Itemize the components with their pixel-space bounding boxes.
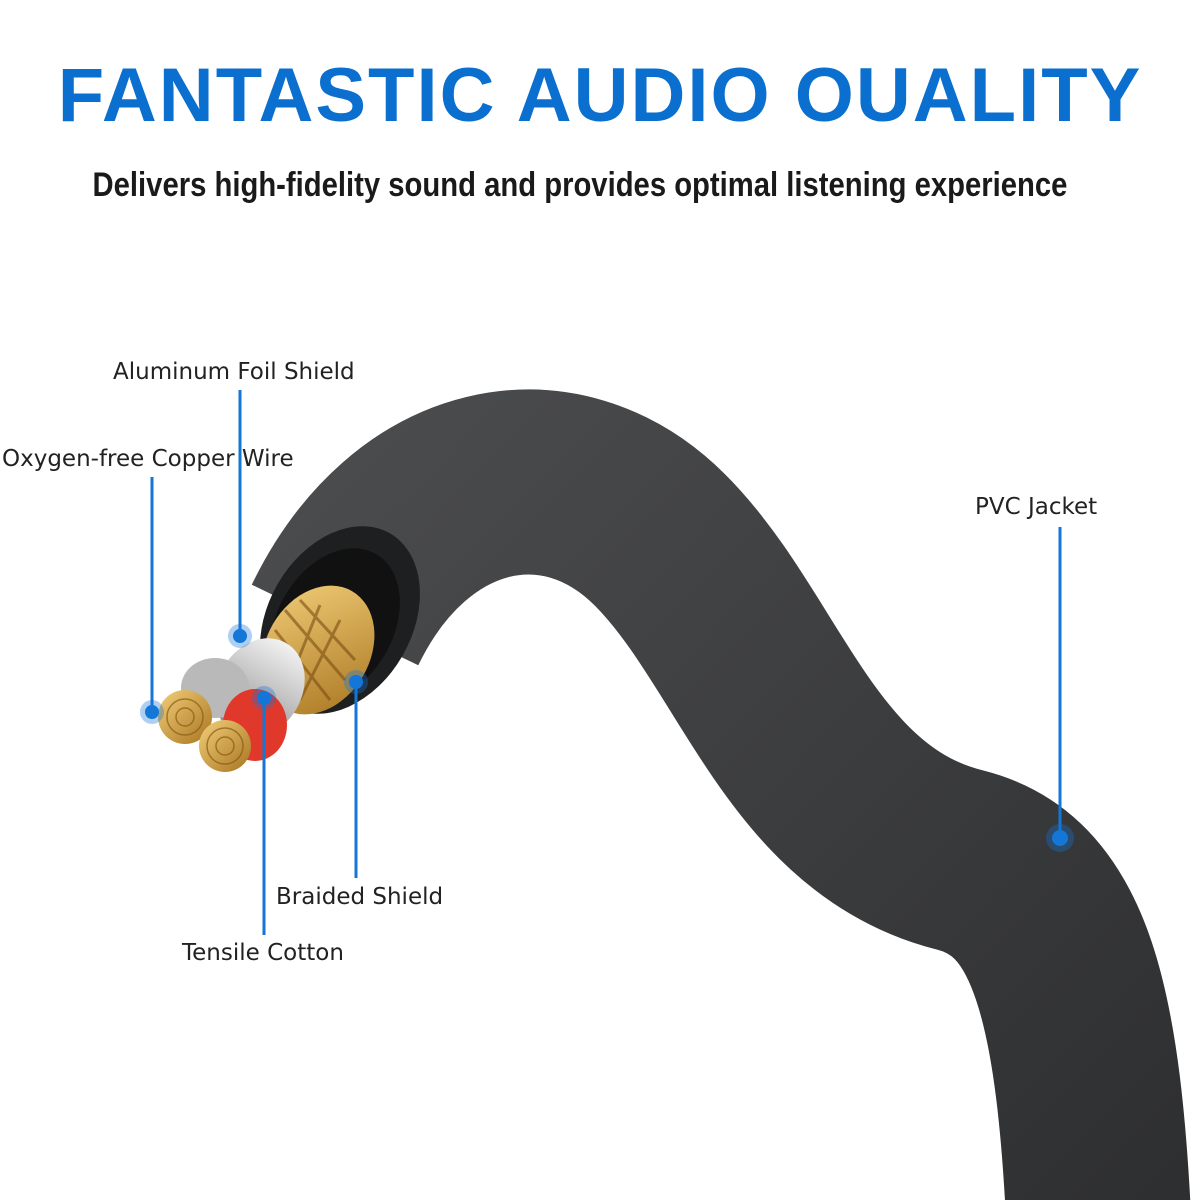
label-braided-shield: Braided Shield <box>276 884 444 910</box>
label-tensile-cotton: Tensile Cotton <box>182 940 344 966</box>
label-oxygen-free-copper-wire: Oxygen-free Copper Wire <box>2 446 294 472</box>
pvc-jacket <box>251 389 1191 1200</box>
copper-conductor <box>158 690 212 744</box>
headline: FANTASTIC AUDIO OUALITY <box>57 53 1143 138</box>
label-aluminum-foil-shield: Aluminum Foil Shield <box>113 359 355 385</box>
label-pvc-jacket: PVC Jacket <box>975 494 1098 520</box>
subheadline: Delivers high-fidelity sound and provide… <box>92 166 1068 204</box>
